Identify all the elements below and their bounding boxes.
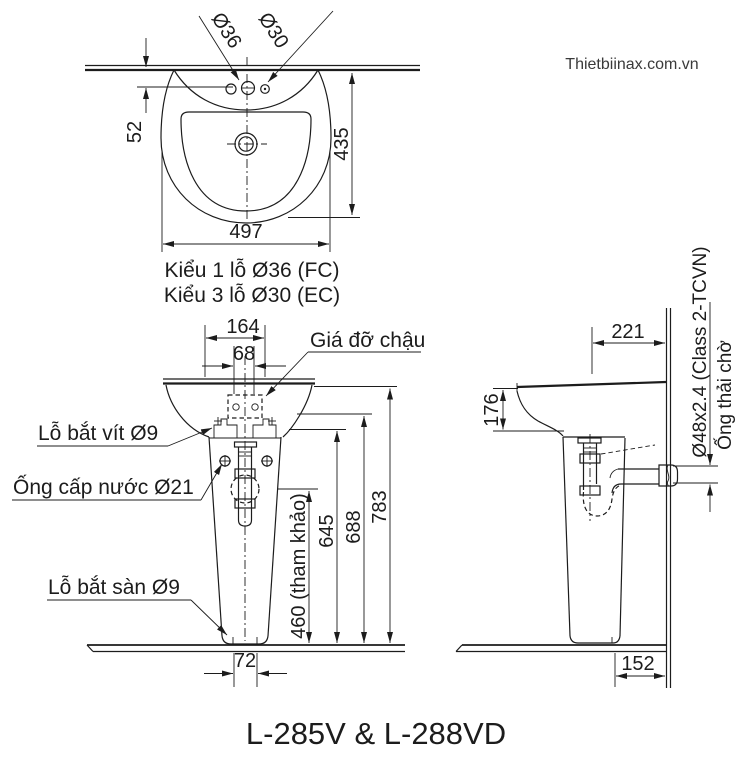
bracket-callout	[265, 351, 421, 397]
height-dimensions	[277, 386, 397, 643]
sink-profile-side	[516, 380, 667, 438]
side-view: 221 176 Ø48x2.4 (Class 2-TCVN) Ống thải …	[455, 246, 736, 688]
label-dim-435: 435	[331, 127, 353, 160]
front-view: 164 68 Giá đỡ chậu Lỗ bắt vít Ø9 Ống cấp…	[12, 316, 425, 687]
label-screw-hole: Lỗ bắt vít Ø9	[38, 422, 158, 445]
label-dim-52: 52	[124, 121, 146, 143]
water-supply-callout	[12, 463, 223, 501]
bowl-underside-right	[282, 384, 313, 438]
faucet-holes	[225, 80, 270, 96]
floor-line-front	[86, 644, 405, 653]
dimension-drain-48	[673, 302, 718, 512]
pedestal-foot-front	[221, 635, 269, 645]
dimension-68	[202, 346, 286, 394]
label-dim-164: 164	[226, 316, 259, 338]
dimension-152	[614, 653, 665, 687]
label-drain-wait: Ống thải chờ	[714, 340, 736, 450]
label-dim-72: 72	[234, 650, 256, 672]
drain-tailpipe-front	[230, 441, 260, 527]
caption-hole-type-2: Kiểu 3 lỗ Ø30 (EC)	[164, 284, 340, 307]
dimension-72	[204, 653, 287, 687]
label-bracket: Giá đỡ chậu	[310, 329, 425, 352]
label-dim-221: 221	[611, 321, 644, 343]
basin-outer-outline	[160, 69, 332, 224]
drawing-title: L-285V & L-288VD	[246, 716, 506, 751]
label-hole-diameter-36: Ø36	[207, 9, 246, 53]
pedestal-side	[562, 436, 626, 644]
label-water-supply: Ống cấp nước Ø21	[13, 475, 194, 499]
wall-line	[665, 308, 672, 688]
faucet-deck-arc	[173, 69, 319, 111]
label-floor-hole: Lỗ bắt sàn Ø9	[48, 576, 180, 599]
dimension-52	[137, 38, 233, 113]
screw-hole-callout	[37, 427, 213, 447]
dimension-176	[493, 388, 564, 432]
top-view: 52 435 497 Ø36 Ø30 Kiểu 1 lỗ Ø36 (FC) Ki…	[85, 9, 420, 307]
wall-drain-flange	[658, 464, 679, 487]
watermark: Thietbiinax.com.vn	[565, 56, 698, 73]
supply-holes	[219, 455, 273, 467]
label-dim-68: 68	[233, 343, 255, 365]
label-dim-176: 176	[481, 393, 503, 426]
floor-hole-callout	[47, 599, 228, 636]
label-hole-diameter-30: Ø30	[254, 9, 293, 53]
dimension-221	[591, 327, 665, 374]
label-dim-783: 783	[369, 490, 391, 523]
p-trap-side	[577, 434, 679, 521]
label-dim-645: 645	[316, 514, 338, 547]
hole-leaders	[198, 10, 334, 83]
label-drain-spec: Ø48x2.4 (Class 2-TCVN)	[690, 246, 711, 457]
label-dim-497: 497	[229, 221, 262, 243]
basin-inner-bowl	[180, 111, 312, 212]
sink-rim-front	[163, 378, 315, 385]
counter-edge-line	[85, 64, 420, 72]
dimension-435	[288, 73, 360, 218]
floor-line-side	[455, 644, 666, 653]
label-dim-460: 460 (tham khảo)	[288, 493, 310, 639]
label-dim-688: 688	[343, 510, 365, 543]
bowl-underside-left	[165, 384, 210, 438]
caption-hole-type-1: Kiểu 1 lỗ Ø36 (FC)	[164, 259, 339, 282]
label-dim-152: 152	[621, 653, 654, 675]
dimension-497	[161, 150, 331, 252]
